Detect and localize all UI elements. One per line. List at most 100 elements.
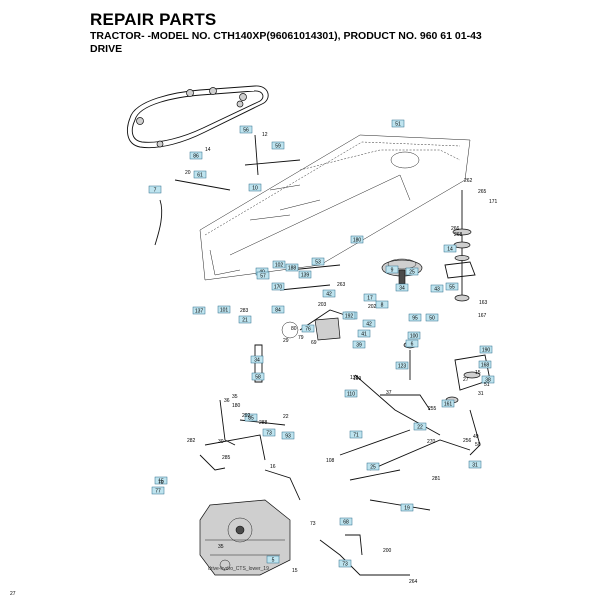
callout-label: 25 [370,465,376,471]
part-number-label: 171 [489,199,498,205]
callout-box: 61 [193,170,207,179]
part-number-label: 27 [463,377,469,383]
callout-box: 55 [445,282,459,291]
callout-label: 53 [315,260,321,266]
lower-linkage [199,399,301,501]
part-number-label: 20 [185,170,191,176]
callout-label: 101 [220,308,229,314]
callout-box: 38 [481,375,495,384]
callout-label: 170 [274,285,283,291]
diagram-caption: drive-hydro_CTS_lower_19 [208,566,269,572]
callout-box: 170 [271,282,285,291]
callout-box: 14 [443,244,457,253]
callout-box: 73 [262,428,276,437]
callout-box: 31 [468,460,482,469]
part-number-label: 264 [409,579,418,585]
callout-label: 168 [481,363,490,369]
callout-label: 21 [242,318,248,324]
model-subtitle: TRACTOR- -MODEL NO. CTH140XP(96061014301… [90,30,482,42]
part-number-label: 285 [222,455,231,461]
callout-label: 68 [343,520,349,526]
callout-label: 71 [353,433,359,439]
part-number-label: 27 [10,591,16,597]
callout-box: 25 [366,462,380,471]
callout-box: 42 [362,319,376,328]
callout-box: 137 [192,306,206,315]
callout-box: 39 [352,340,366,349]
part-number-label: 262 [464,178,473,184]
callout-label: 161 [444,402,453,408]
callout-box: 93 [281,431,295,440]
callout-box: 68 [339,517,353,526]
callout-box: 21 [238,315,252,324]
callout-box: 168 [478,360,492,369]
part-number-label: 203 [318,302,327,308]
part-number-label: 79 [298,335,304,341]
callout-label: 76 [305,327,311,333]
part-number-label: 29 [283,338,289,344]
callout-box: 50 [425,313,439,322]
callout-box: 188 [285,263,299,272]
part-number-label: 15 [292,568,298,574]
part-number-label: 163 [479,300,488,306]
callout-label: 59 [275,144,281,150]
callout-box: 42 [322,289,336,298]
part-number-label: 12 [262,132,268,138]
callout-label: 58 [255,375,261,381]
part-number-label: 270 [427,439,436,445]
callout-label: 93 [285,434,291,440]
callout-label: 85 [248,416,254,422]
callout-label: 86 [193,154,199,160]
callout-box: 6 [405,339,419,348]
callout-box: 73 [338,559,352,568]
callout-label: 31 [472,463,478,469]
callout-label: 7 [154,188,157,194]
callout-box: 56 [239,125,253,134]
part-number-label: 31 [478,391,484,397]
callout-box: 100 [407,331,421,340]
part-number-label: 108 [326,458,335,464]
callout-box: 110 [344,389,358,398]
part-number-label: 69 [311,340,317,346]
part-number-label: 256 [463,438,472,444]
callout-label: 17 [367,296,373,302]
callout-label: 43 [434,287,440,293]
callout-box: 161 [441,399,455,408]
callout-box: 25 [405,267,419,276]
callout-label: 180 [353,238,362,244]
part-number-label: 283 [240,308,249,314]
section-name: DRIVE [90,43,123,55]
callout-label: 42 [366,322,372,328]
transaxle [199,499,291,576]
callout-box: 34 [250,355,264,364]
callout-box: 58 [251,372,265,381]
idler-stack [444,190,476,302]
callout-label: 77 [155,489,161,495]
callout-box: 95 [408,313,422,322]
part-number-label: 282 [187,438,196,444]
callout-label: 139 [301,273,310,279]
callout-label: 39 [356,343,362,349]
callout-label: 34 [399,286,405,292]
part-number-label: 22 [283,414,289,420]
callout-box: 8 [375,300,389,309]
drive-belt [127,85,269,149]
callout-box: 41 [357,329,371,338]
callout-label: 188 [288,266,297,272]
part-number-label: 30 [218,439,224,445]
callout-label: 22 [417,425,423,431]
callout-label: 57 [260,274,266,280]
center-linkage [254,264,346,383]
callout-box: 76 [301,324,315,333]
callout-box: 53 [311,257,325,266]
part-number-label: 268 [454,232,463,238]
part-number-label: 202 [368,304,377,310]
callout-label: 10 [252,186,258,192]
part-number-label: 263 [337,282,346,288]
callout-boxes: 5156597866110921394241179584403425506434… [148,119,495,568]
callout-label: 38 [485,378,491,384]
callout-label: 50 [429,316,435,322]
callout-box: 102 [272,260,286,269]
part-number-label: 14 [205,147,211,153]
callout-label: 73 [342,562,348,568]
